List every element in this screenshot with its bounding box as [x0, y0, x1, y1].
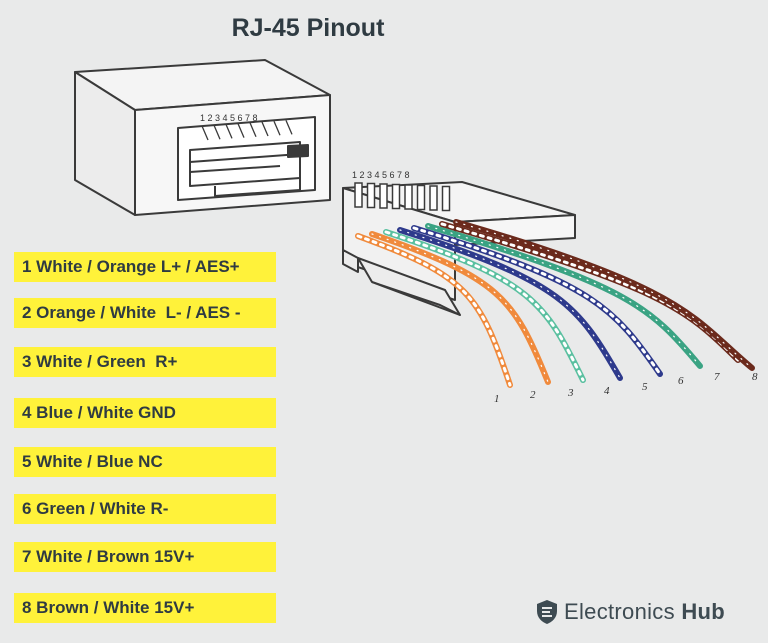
wire-end-number-1: 1 [494, 393, 500, 405]
plug-contact [379, 183, 388, 209]
wire-end-number-8: 8 [752, 371, 758, 383]
plug-contact [404, 184, 413, 210]
wire-end-number-6: 6 [678, 375, 684, 387]
jack-contact [273, 120, 281, 136]
wire-2 [369, 231, 551, 385]
jack-contact [237, 123, 245, 138]
wire-end-numbers: 1 2 3 4 5 6 7 8 [494, 371, 758, 405]
wire-8 [453, 219, 755, 371]
page-title: RJ-45 Pinout [231, 14, 385, 42]
rj45-jack [74, 59, 331, 216]
wires [355, 219, 755, 388]
plug-pin-numbers: 1 2 3 4 5 6 7 8 [352, 170, 410, 180]
wire-5 [411, 225, 663, 377]
wire-end-number-3: 3 [567, 387, 574, 399]
pin-label-4: 4 Blue / White GND [14, 398, 276, 428]
plug-contact [416, 184, 426, 211]
wire-end-number-7: 7 [714, 371, 720, 383]
pin-label-8: 8 Brown / White 15V+ [14, 593, 276, 623]
jack-contact [213, 124, 221, 140]
jack-contact [201, 125, 209, 141]
jack-contact [225, 124, 233, 139]
wire-6 [425, 223, 703, 369]
logo-suffix: Hub [681, 599, 725, 624]
jack-contact [285, 120, 293, 135]
pin-label-5: 5 White / Blue NC [14, 447, 276, 477]
plug-contacts [354, 182, 451, 212]
jack-contacts [201, 120, 293, 141]
plug-contact [441, 185, 451, 212]
pin-label-7: 7 White / Brown 15V+ [14, 542, 276, 572]
shield-icon [537, 600, 557, 624]
plug-contact [354, 182, 363, 208]
wire-end-number-2: 2 [530, 389, 536, 401]
wire-4 [397, 227, 623, 381]
jack-pin-numbers: 1 2 3 4 5 6 7 8 [200, 113, 258, 123]
plug-contact [429, 185, 438, 211]
plug-contact [391, 183, 401, 210]
pin-label-2: 2 Orange / White L- / AES - [14, 298, 276, 328]
plug-contact [366, 182, 376, 209]
jack-contact [249, 122, 257, 138]
wire-3 [383, 229, 586, 383]
electronics-hub-logo: Electronics Hub [536, 597, 725, 627]
logo-brand: Electronics [564, 599, 675, 624]
pin-label-3: 3 White / Green R+ [14, 347, 276, 377]
pin-label-1: 1 White / Orange L+ / AES+ [14, 252, 276, 282]
jack-contact [261, 121, 269, 137]
pin-label-6: 6 Green / White R- [14, 494, 276, 524]
wire-1 [355, 233, 513, 388]
wire-end-number-5: 5 [642, 381, 648, 393]
wire-end-number-4: 4 [604, 385, 610, 397]
